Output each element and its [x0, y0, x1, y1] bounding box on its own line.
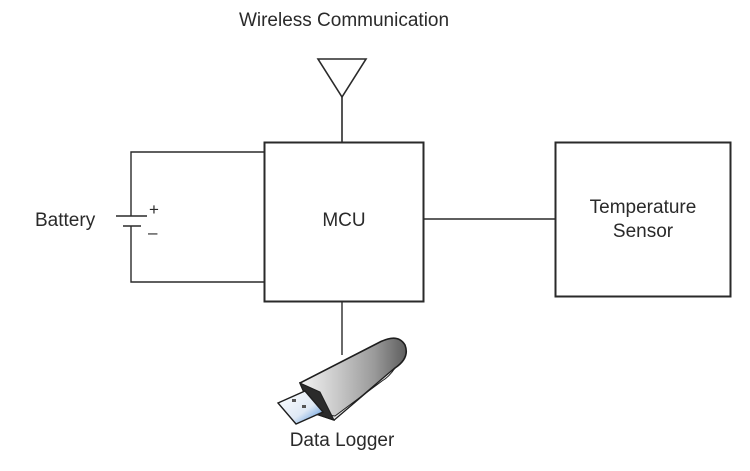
- battery-minus-sign: –: [148, 223, 158, 242]
- mcu-label: MCU: [322, 210, 366, 231]
- temperature-sensor-label-line1: Temperature: [589, 197, 697, 218]
- temperature-sensor-block: [554, 141, 732, 298]
- battery-circuit: [130, 151, 264, 283]
- data-logger-label: Data Logger: [289, 430, 395, 451]
- battery-label: Battery: [35, 210, 96, 231]
- wireless-communication-label: Wireless Communication: [238, 10, 450, 31]
- temperature-sensor-label-line2: Sensor: [612, 221, 674, 242]
- battery-plus-sign: +: [149, 200, 159, 219]
- battery-symbol-icon: [116, 215, 147, 227]
- mcu-block: [263, 141, 425, 303]
- temperature-sensor-label: Temperature Sensor: [555, 196, 731, 244]
- usb-flash-drive-icon: [276, 337, 408, 425]
- antenna-icon: [316, 58, 368, 142]
